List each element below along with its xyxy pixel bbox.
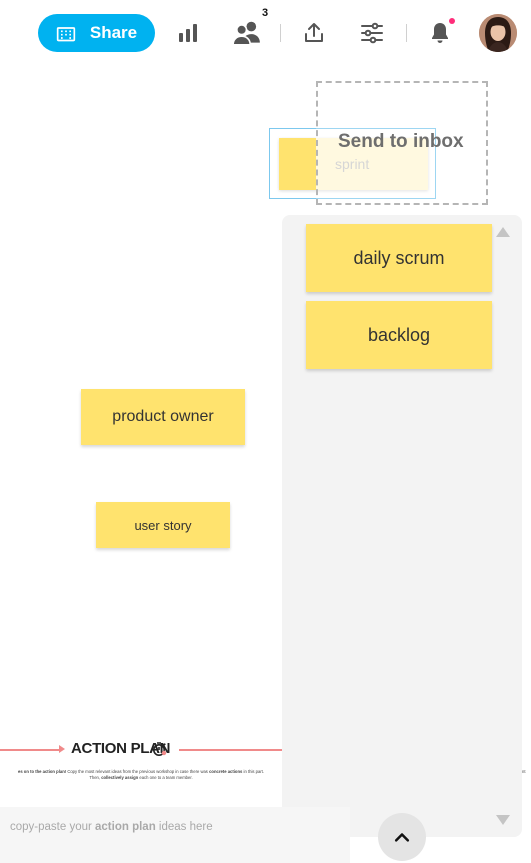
participants-button[interactable]	[230, 18, 264, 48]
notification-dot	[449, 18, 455, 24]
paste-area-hint: copy-paste your action plan ideas here	[10, 821, 213, 833]
arrow-right-icon	[59, 745, 65, 753]
sticky-note[interactable]: user story	[96, 502, 230, 548]
dragged-sticky-note-label: sprint	[335, 156, 370, 172]
export-button[interactable]	[300, 18, 328, 48]
upload-icon	[305, 23, 323, 42]
share-button-label: Share	[89, 23, 138, 42]
sticky-note-label: product owner	[112, 408, 214, 425]
collapse-inbox-button[interactable]	[378, 813, 426, 861]
inbox-sticky-note[interactable]: backlog	[306, 301, 492, 369]
sticky-note-label: backlog	[367, 324, 431, 345]
action-plan-paste-area[interactable]: copy-paste your action plan ideas here	[0, 807, 350, 863]
dragged-sticky-note[interactable]	[279, 138, 428, 190]
action-plan-divider-left	[0, 749, 60, 751]
chevron-up-icon	[394, 833, 410, 842]
send-to-inbox-label: Send to inbox	[338, 131, 464, 152]
toolbar-divider	[280, 24, 281, 42]
avatar-portrait-icon	[479, 14, 517, 52]
participants-count-badge: 3	[262, 7, 269, 19]
toolbar-divider	[406, 24, 407, 42]
sticky-note-label: daily scrum	[353, 247, 445, 268]
users-icon	[232, 21, 260, 46]
sticky-note-label: user story	[134, 517, 192, 533]
action-plan-description: es on to the action plan! Copy the most …	[17, 769, 265, 780]
bar-chart-icon	[179, 24, 197, 42]
drag-preview-overlay	[316, 138, 428, 190]
selection-frame	[269, 128, 436, 199]
user-avatar[interactable]	[479, 14, 517, 52]
inbox-scroll-down-icon[interactable]	[496, 815, 510, 825]
settings-button[interactable]	[358, 18, 386, 48]
action-plan-description-overflow: nt	[522, 769, 526, 774]
bell-icon	[432, 23, 448, 43]
inbox-scroll-up-icon[interactable]	[496, 227, 510, 237]
action-plan-title: ACTION PLAN	[71, 740, 171, 757]
notifications-button[interactable]	[426, 18, 454, 48]
sticky-note[interactable]: product owner	[81, 389, 245, 445]
inbox-sticky-note[interactable]: daily scrum	[306, 224, 492, 292]
building-icon	[56, 27, 76, 42]
sliders-icon	[361, 22, 383, 44]
timer-icon	[153, 742, 167, 756]
action-plan-divider-right	[179, 749, 282, 751]
share-button[interactable]: Share	[38, 14, 155, 52]
stats-button[interactable]	[174, 18, 202, 48]
send-to-inbox-drop-zone[interactable]	[316, 81, 488, 205]
